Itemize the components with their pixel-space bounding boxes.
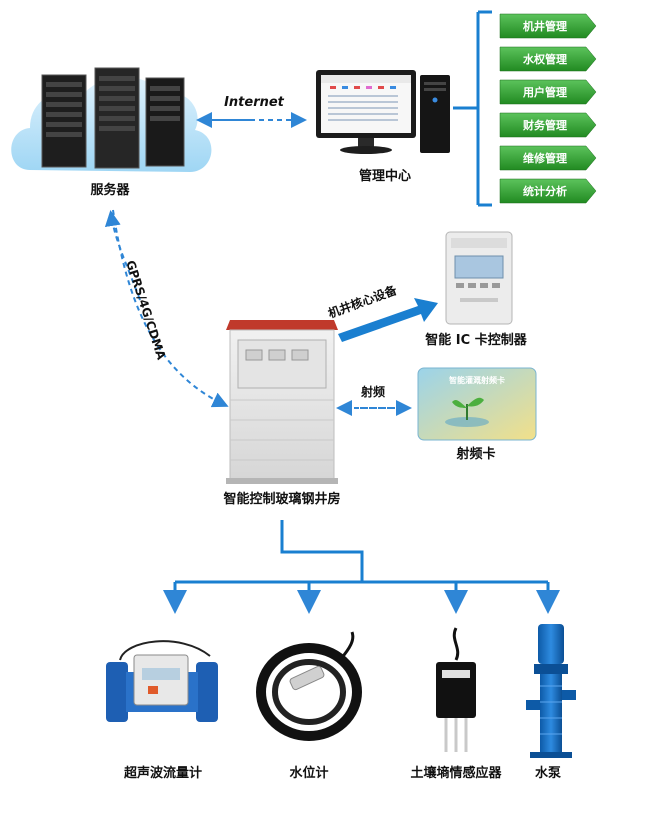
core-device-arrow: 机井核心设备 <box>326 282 438 342</box>
menu-item-background <box>499 13 597 39</box>
water-level-node: 水位计 <box>256 631 362 781</box>
menu-item-label: 维修管理 <box>523 151 567 165</box>
management-center-label: 管理中心 <box>359 168 411 184</box>
menu-item[interactable]: 财务管理 <box>499 112 597 138</box>
menu-item-background <box>499 145 597 171</box>
pump-node: 水泵 <box>526 624 576 781</box>
well-house-label: 智能控制玻璃钢井房 <box>223 491 340 507</box>
water-level-icon <box>256 631 362 741</box>
management-center-node: 管理中心 <box>316 70 450 184</box>
flowmeter-label: 超声波流量计 <box>124 765 202 781</box>
rf-card-title: 智能灌溉射频卡 <box>449 375 505 385</box>
rf-card-node: 智能灌溉射频卡 射频卡 <box>417 367 537 462</box>
soil-sensor-node: 土壤墒情感应器 <box>410 627 502 781</box>
ic-controller-icon <box>445 231 513 325</box>
flowmeter-icon <box>106 640 218 722</box>
menu-item-label: 机井管理 <box>523 19 567 33</box>
core-device-label: 机井核心设备 <box>326 282 400 321</box>
menu-item-label: 财务管理 <box>522 118 567 132</box>
water-level-label: 水位计 <box>289 765 328 781</box>
flowmeter-node: 超声波流量计 <box>106 640 218 781</box>
ic-controller-label: 智能 IC 卡控制器 <box>425 332 527 348</box>
menu-item[interactable]: 用户管理 <box>499 79 597 105</box>
wireless-link-label: GPRS/4G/CDMA <box>123 259 169 362</box>
computer-icon <box>316 70 450 154</box>
soil-sensor-icon <box>436 627 476 752</box>
rf-link: 射频 <box>336 384 412 416</box>
internet-label: Internet <box>224 95 285 110</box>
server-node: 服务器 <box>11 67 212 198</box>
distribution-lines <box>163 520 560 614</box>
rf-link-label: 射频 <box>360 384 385 399</box>
menu-item-background <box>499 112 597 138</box>
internet-link: Internet <box>196 95 307 128</box>
menu-item[interactable]: 统计分析 <box>499 178 597 204</box>
menu-item-label: 用户管理 <box>523 85 567 99</box>
server-rack-icon <box>41 67 185 169</box>
menu-item[interactable]: 水权管理 <box>499 46 597 72</box>
menu-item-background <box>499 79 597 105</box>
menu-item-background <box>499 178 597 204</box>
ic-controller-node: 智能 IC 卡控制器 <box>425 231 528 348</box>
soil-sensor-label: 土壤墒情感应器 <box>410 765 502 781</box>
menu-item-label: 统计分析 <box>523 184 567 198</box>
server-label: 服务器 <box>90 182 130 198</box>
menu-item[interactable]: 维修管理 <box>499 145 597 171</box>
menu-item-background <box>499 46 597 72</box>
rf-card-icon: 智能灌溉射频卡 <box>417 367 537 441</box>
menu-item-label: 水权管理 <box>523 52 567 66</box>
wireless-link: GPRS/4G/CDMA <box>104 209 229 408</box>
well-house-node: 智能控制玻璃钢井房 <box>223 320 341 507</box>
pump-label: 水泵 <box>535 765 561 781</box>
pump-icon <box>526 624 576 758</box>
menu-item[interactable]: 机井管理 <box>499 13 597 39</box>
well-house-icon <box>226 320 338 484</box>
menu-bracket <box>453 10 492 207</box>
rf-card-label: 射频卡 <box>455 446 495 462</box>
